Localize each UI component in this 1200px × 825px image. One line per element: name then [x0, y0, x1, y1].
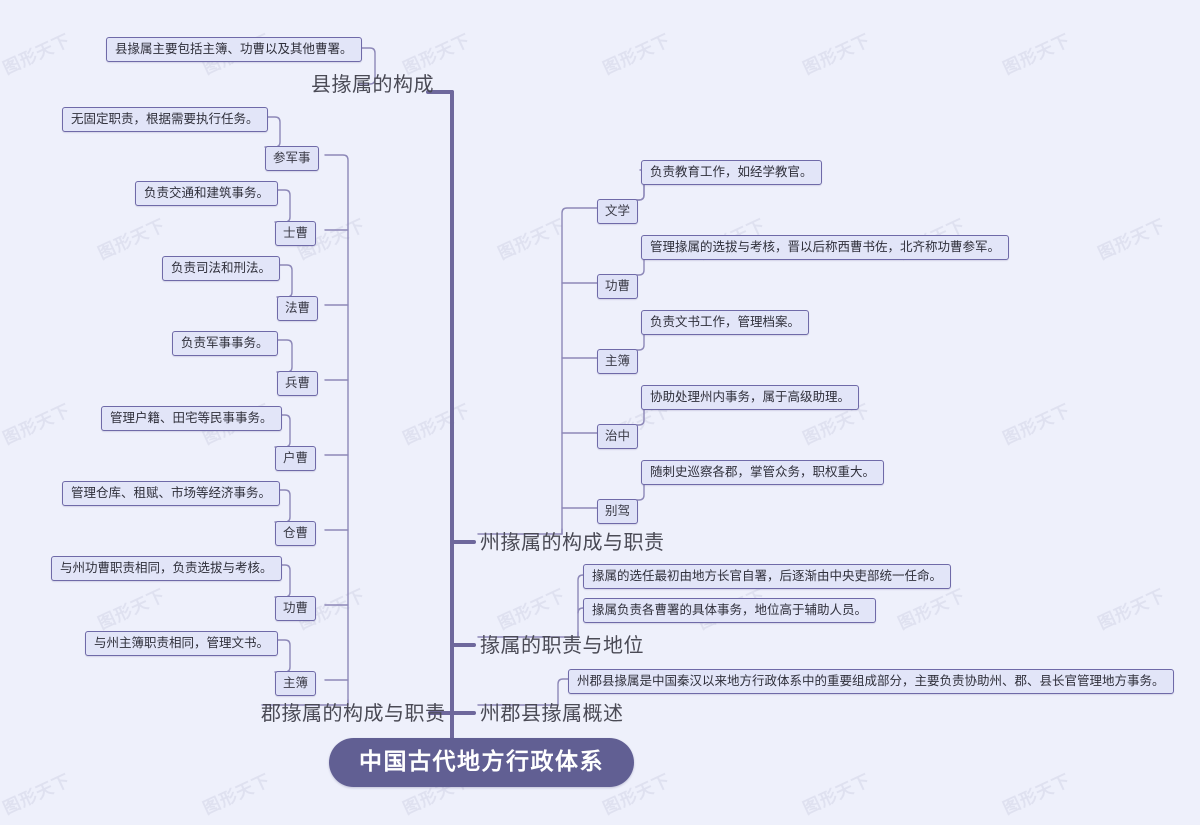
leaf-duty-1[interactable]: 掾属的选任最初由地方长官自署，后逐渐由中央吏部统一任命。 [583, 564, 952, 590]
role-zhou-wenxue[interactable]: 文学 [597, 199, 639, 225]
role-jun-bingcao[interactable]: 兵曹 [277, 371, 319, 397]
leaf-jun-canjunshi[interactable]: 无固定职责，根据需要执行任务。 [62, 107, 268, 133]
leaf-zhou-biejia[interactable]: 随刺史巡察各郡，掌管众务，职权重大。 [641, 460, 885, 486]
role-zhou-zhizhong[interactable]: 治中 [597, 424, 639, 450]
topic-duty[interactable]: 掾属的职责与地位 [480, 635, 644, 657]
role-jun-cangcao[interactable]: 仓曹 [275, 521, 317, 547]
role-jun-canjunshi[interactable]: 参军事 [265, 146, 319, 172]
leaf-zhou-gongcao[interactable]: 管理掾属的选拔与考核，晋以后称西曹书佐，北齐称功曹参军。 [641, 235, 1010, 261]
leaf-jun-shicao[interactable]: 负责交通和建筑事务。 [135, 181, 279, 207]
role-zhou-biejia[interactable]: 别驾 [597, 499, 639, 525]
leaf-xian-note[interactable]: 县掾属主要包括主簿、功曹以及其他曹署。 [106, 37, 362, 63]
topic-jun[interactable]: 郡掾属的构成与职责 [261, 703, 446, 725]
leaf-jun-gongcao[interactable]: 与州功曹职责相同，负责选拔与考核。 [51, 556, 282, 582]
topic-zhou[interactable]: 州掾属的构成与职责 [480, 532, 665, 554]
leaf-zhou-wenxue[interactable]: 负责教育工作，如经学教官。 [641, 160, 822, 186]
leaf-jun-zhubu[interactable]: 与州主簿职责相同，管理文书。 [85, 631, 279, 657]
role-zhou-gongcao[interactable]: 功曹 [597, 274, 639, 300]
role-jun-shicao[interactable]: 士曹 [275, 221, 317, 247]
leaf-jun-facao[interactable]: 负责司法和刑法。 [162, 256, 281, 282]
role-jun-gongcao[interactable]: 功曹 [275, 596, 317, 622]
role-jun-hucao[interactable]: 户曹 [275, 446, 317, 472]
topic-overview[interactable]: 州郡县掾属概述 [480, 703, 624, 725]
leaf-zhou-zhizhong[interactable]: 协助处理州内事务，属于高级助理。 [641, 385, 860, 411]
role-jun-facao[interactable]: 法曹 [277, 296, 319, 322]
leaf-duty-2[interactable]: 掾属负责各曹署的具体事务，地位高于辅助人员。 [583, 598, 877, 624]
root-node[interactable]: 中国古代地方行政体系 [329, 738, 634, 788]
leaf-jun-bingcao[interactable]: 负责军事事务。 [172, 331, 278, 357]
leaf-jun-cangcao[interactable]: 管理仓库、租赋、市场等经济事务。 [62, 481, 281, 507]
topic-xian[interactable]: 县掾属的构成 [311, 74, 434, 96]
leaf-zhou-zhubu[interactable]: 负责文书工作，管理档案。 [641, 310, 810, 336]
leaf-overview[interactable]: 州郡县掾属是中国秦汉以来地方行政体系中的重要组成部分，主要负责协助州、郡、县长官… [568, 669, 1174, 695]
leaf-jun-hucao[interactable]: 管理户籍、田宅等民事事务。 [101, 406, 282, 432]
role-jun-zhubu[interactable]: 主簿 [275, 671, 317, 697]
role-zhou-zhubu[interactable]: 主簿 [597, 349, 639, 375]
